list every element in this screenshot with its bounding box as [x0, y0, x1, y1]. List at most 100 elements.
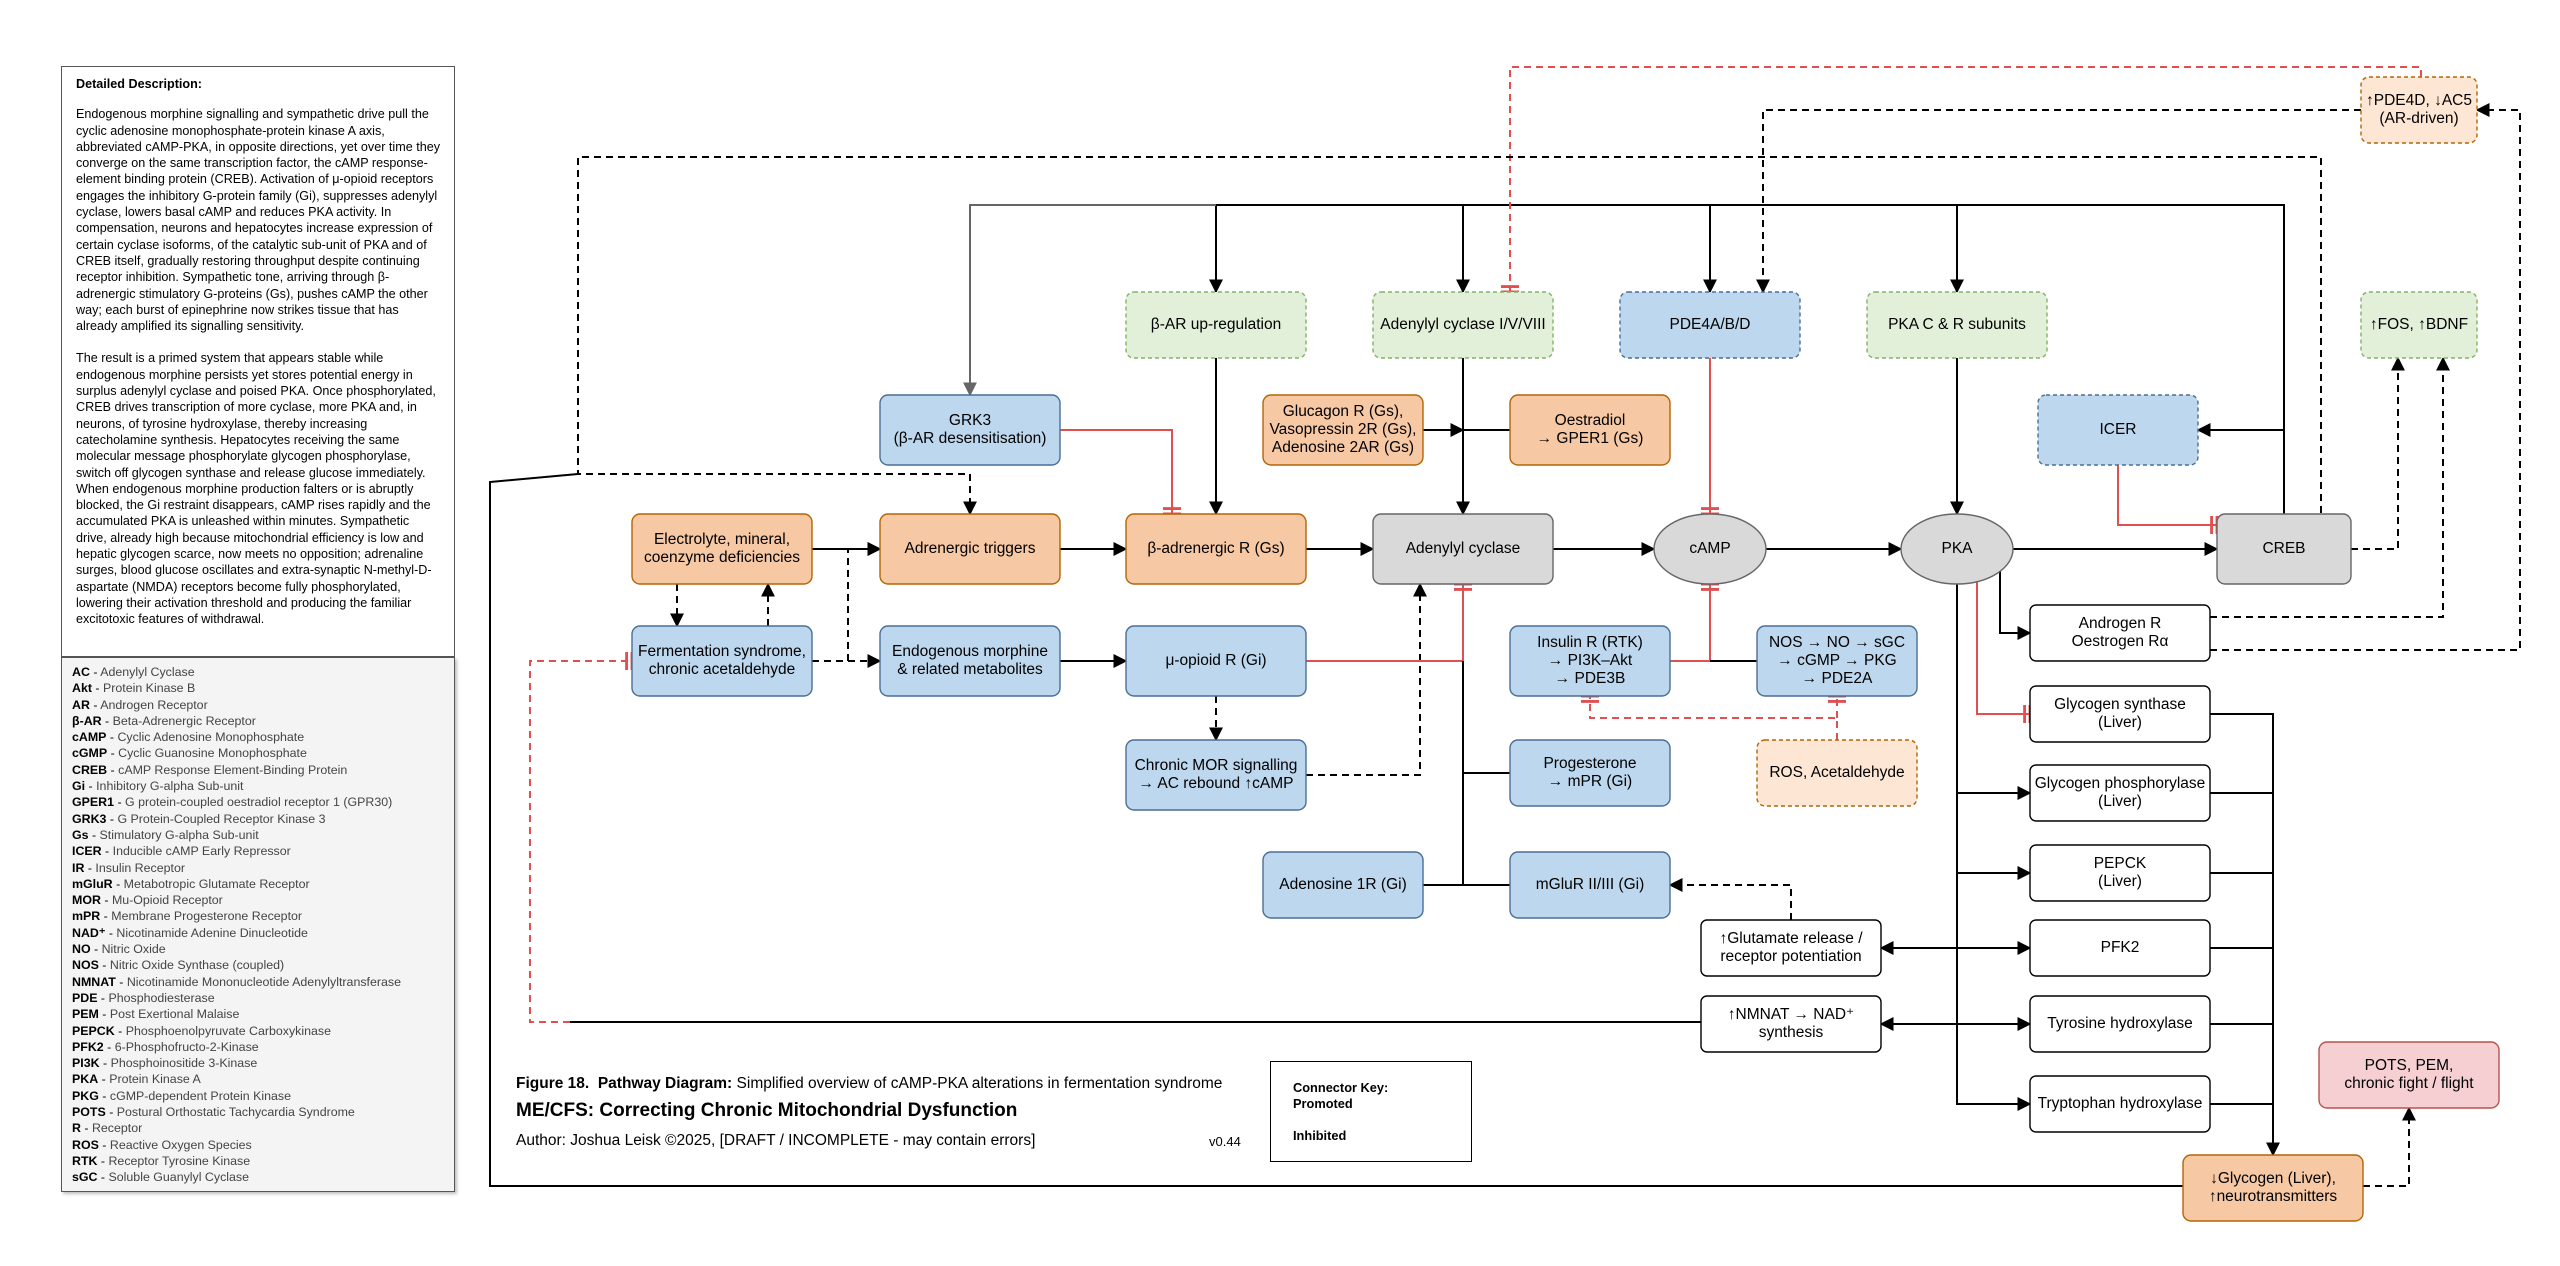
- description-title: Detailed Description:: [76, 77, 202, 91]
- abbreviation-definition: Insulin Receptor: [95, 860, 185, 875]
- abbreviation-row: GPER1 - G protein-coupled oestradiol rec…: [72, 795, 393, 810]
- node-box: [2029, 844, 2211, 902]
- node-adenosine1r: Adenosine 1R (Gi): [1262, 851, 1424, 919]
- node-label: ROS, Acetaldehyde: [1769, 764, 1904, 781]
- figure-author: Author: Joshua Leisk ©2025, [DRAFT / INC…: [516, 1132, 1036, 1149]
- abbreviation-term: PEPCK: [72, 1023, 115, 1038]
- node-label: PEPCK: [2094, 855, 2147, 872]
- promote-connector: [2210, 103, 2521, 651]
- abbreviation-term: ICER: [72, 844, 102, 859]
- figure-version: v0.44: [1209, 1134, 1241, 1149]
- abbreviation-term: cAMP: [72, 730, 107, 745]
- node-label: Tryptophan hydroxylase: [2038, 1095, 2203, 1112]
- node-glucagon: Glucagon R (Gs),Vasopressin 2R (Gs),Aden…: [1262, 394, 1424, 466]
- promote-connector: [1756, 109, 2361, 294]
- node-label: μ-opioid R (Gi): [1165, 652, 1266, 669]
- abbreviation-definition: Receptor Tyrosine Kinase: [108, 1153, 251, 1168]
- node-glycogen-liver: ↓Glycogen (Liver),↑neurotransmitters: [2182, 1154, 2364, 1222]
- node-box: [1125, 291, 1307, 359]
- abbreviation-definition: 6-Phosphofructo-2-Kinase: [114, 1039, 259, 1054]
- abbreviation-definition: Adenylyl Cyclase: [100, 665, 195, 679]
- abbreviation-row: cAMP - Cyclic Adenosine Monophosphate: [72, 730, 305, 745]
- abbreviation-term: GRK3: [72, 811, 107, 826]
- abbreviation-definition: Phosphoinositide 3-Kinase: [110, 1056, 258, 1071]
- abbreviation-definition: Androgen Receptor: [100, 697, 208, 712]
- node-bar-up: β-AR up-regulation: [1125, 291, 1307, 359]
- node-label: ↑NMNAT → NAD⁺: [1728, 1006, 1854, 1023]
- abbreviation-term: PI3K: [72, 1056, 100, 1071]
- node-mglur: mGluR II/III (Gi): [1509, 851, 1671, 919]
- abbreviation-definition: Phosphodiesterase: [108, 990, 215, 1005]
- node-label: Adrenergic triggers: [905, 540, 1036, 557]
- node-fos: ↑FOS, ↑BDNF: [2360, 291, 2478, 359]
- abbreviation-term: RTK: [72, 1153, 98, 1168]
- node-label: → GPER1 (Gs): [1537, 430, 1644, 447]
- node-label: Electrolyte, mineral,: [654, 531, 790, 548]
- node-camp: cAMP: [1653, 513, 1767, 585]
- node-label: → PDE2A: [1802, 670, 1873, 687]
- promote-connector: [963, 204, 1216, 397]
- abbreviation-row: mPR - Membrane Progesterone Receptor: [72, 909, 303, 924]
- abbreviation-row: IR - Insulin Receptor: [72, 860, 185, 875]
- node-label: Vasopressin 2R (Gs),: [1269, 421, 1416, 438]
- abbreviation-row: mGluR - Metabotropic Glutamate Receptor: [72, 876, 310, 891]
- node-label: synthesis: [1759, 1024, 1824, 1041]
- node-box: [2029, 1075, 2211, 1133]
- abbreviation-term: PEM: [72, 1007, 99, 1022]
- node-oestradiol: Oestradiol→ GPER1 (Gs): [1509, 394, 1671, 466]
- abbreviation-definition: Cyclic Guanosine Monophosphate: [118, 746, 307, 761]
- abbreviation-term: MOR: [72, 893, 101, 908]
- abbreviation-row: MOR - Mu-Opioid Receptor: [72, 893, 223, 908]
- node-pde4: PDE4A/B/D: [1619, 291, 1801, 359]
- abbreviation-term: PKA: [72, 1072, 99, 1087]
- node-icer: ICER: [2037, 394, 2199, 466]
- abbreviation-term: Akt: [72, 681, 92, 696]
- abbreviation-term: mPR: [72, 909, 101, 924]
- node-box: [1866, 291, 2048, 359]
- node-label: coenzyme deficiencies: [644, 549, 800, 566]
- abbreviation-term: PDE: [72, 990, 98, 1005]
- abbreviation-definition: Inhibitory G-alpha Sub-unit: [96, 779, 244, 794]
- node-box: [2029, 995, 2211, 1053]
- node-box: [1756, 625, 1918, 697]
- abbreviation-term: ROS: [72, 1137, 99, 1152]
- connector-layer: [489, 66, 2521, 1187]
- abbreviation-term: Gi: [72, 779, 86, 794]
- abbreviation-definition: Membrane Progesterone Receptor: [111, 909, 303, 924]
- node-tyrosine: Tyrosine hydroxylase: [2029, 995, 2211, 1053]
- abbreviation-definition: cAMP Response Element-Binding Protein: [118, 762, 348, 777]
- node-label: Oestrogen Rα: [2072, 633, 2169, 650]
- node-box: [1125, 625, 1307, 697]
- promote-connector: [1703, 204, 1957, 294]
- description-paragraph-1: Endogenous morphine signalling and sympa…: [76, 107, 440, 334]
- key-inhibited-label: Inhibited: [1293, 1128, 1347, 1143]
- inhibit-connector: [1976, 580, 2032, 723]
- node-box: [1756, 739, 1918, 807]
- node-nmnat: ↑NMNAT → NAD⁺synthesis: [1700, 995, 1882, 1053]
- promote-connector: [489, 473, 2183, 1187]
- node-box: [1125, 513, 1307, 585]
- abbreviation-term: AC: [72, 665, 90, 679]
- node-pepck: PEPCK(Liver): [2029, 844, 2211, 902]
- node-glycogen-synthase: Glycogen synthase(Liver): [2029, 685, 2211, 743]
- node-label: Adenosine 2AR (Gs): [1272, 439, 1414, 456]
- node-chronic-mor: Chronic MOR signalling→ AC rebound ↑cAMP: [1125, 739, 1307, 811]
- node-label: Glucagon R (Gs),: [1283, 403, 1404, 420]
- abbreviation-definition: Inducible cAMP Early Repressor: [112, 844, 291, 859]
- node-box: [1372, 513, 1554, 585]
- node-label: PFK2: [2101, 939, 2140, 956]
- abbreviation-row: RTK - Receptor Tyrosine Kinase: [72, 1153, 251, 1168]
- node-label: Adenylyl cyclase I/V/VIII: [1380, 316, 1545, 333]
- inhibit-connector: [529, 652, 634, 1023]
- abbreviation-row: β-AR - Beta-Adrenergic Receptor: [72, 713, 256, 728]
- abbreviation-term: CREB: [72, 762, 108, 777]
- node-box: [879, 513, 1061, 585]
- node-label: receptor potentiation: [1720, 948, 1861, 965]
- node-pfk2: PFK2: [2029, 919, 2211, 977]
- key-title: Connector Key:Promoted: [1293, 1080, 1389, 1111]
- node-label: chronic acetaldehyde: [649, 661, 796, 678]
- node-box: [879, 625, 1061, 697]
- node-label: ↑neurotransmitters: [2209, 1188, 2338, 1205]
